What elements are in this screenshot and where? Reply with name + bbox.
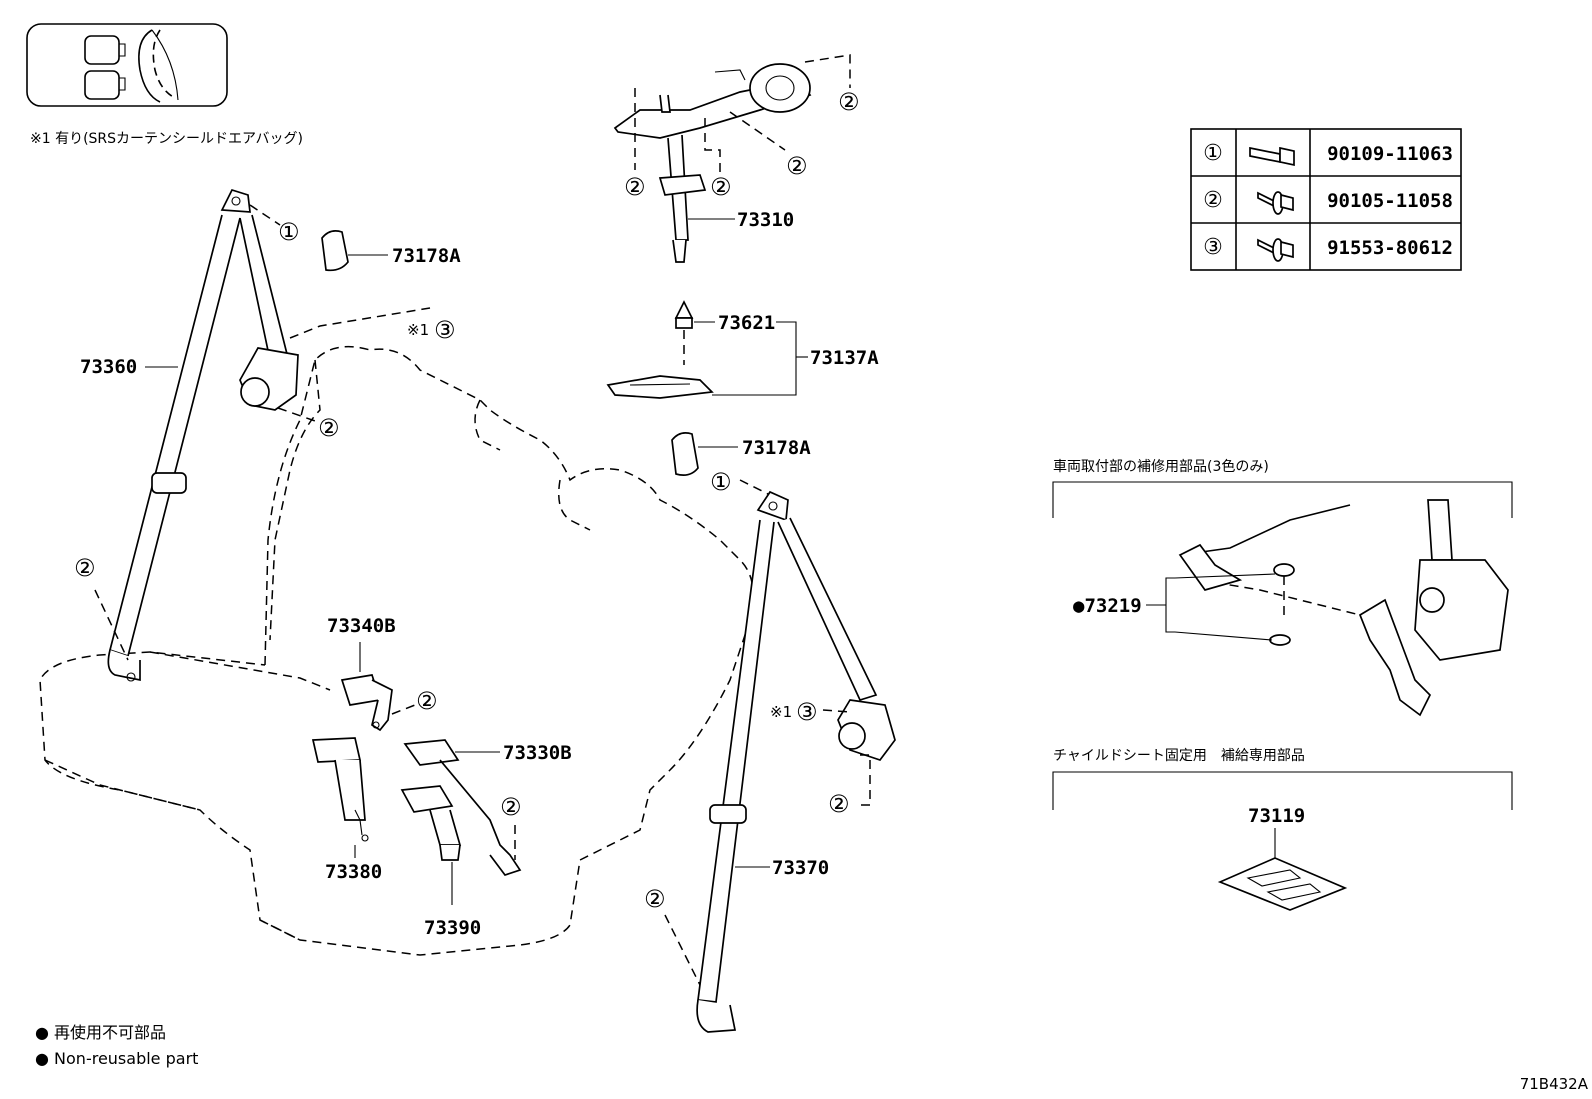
vehicle-locator-icon	[26, 23, 228, 107]
buckle-73380[interactable]	[311, 737, 369, 842]
buckle-73390[interactable]	[400, 785, 462, 861]
callout-2-right-retractor: ②	[828, 790, 850, 818]
leader-callout-2-left-anchor	[94, 589, 129, 661]
callout-1-left: ①	[278, 218, 300, 246]
leader-center-callout-2-d	[804, 54, 851, 88]
leader-callout-3-left	[289, 307, 431, 339]
bolt-washer-icon	[1257, 238, 1294, 262]
bracket-73219	[1165, 577, 1175, 633]
label-73219[interactable]: ●73219	[1073, 595, 1142, 617]
callout-2-center-a: ②	[624, 173, 646, 201]
leader-callout-2-right-anchor	[664, 914, 701, 986]
bolt-part-no-2: 90105-11058	[1327, 190, 1453, 212]
callout-2-buckle-73330B: ②	[500, 793, 522, 821]
callout-2-center-b: ②	[710, 173, 732, 201]
leader-center-callout-2-b	[704, 118, 721, 172]
callout-1-right: ①	[710, 468, 732, 496]
bolt-long-icon	[1249, 146, 1295, 167]
leader-callout-1-right	[739, 479, 769, 495]
rear-seat-outline	[39, 345, 755, 956]
clip-73621[interactable]	[674, 300, 694, 329]
belt-assy-73360[interactable]	[107, 188, 299, 682]
section-title-vehicle-repair: 車両取付部の補修用部品(3色のみ)	[1053, 458, 1269, 475]
label-73621[interactable]: 73621	[718, 312, 775, 334]
callout-2-left-anchor: ②	[74, 554, 96, 582]
leader-callout-3-right	[822, 709, 851, 713]
section-bracket-vehicle-repair	[1052, 481, 1513, 518]
callout-2-center-c: ②	[786, 152, 808, 180]
anchor-cover-73178A-upper[interactable]	[321, 230, 349, 272]
belt-assy-73370[interactable]	[696, 490, 896, 1033]
label-73330B[interactable]: 73330B	[503, 742, 572, 764]
bolt-part-no-1: 90109-11063	[1327, 143, 1453, 165]
leader-callout-2-right-retractor	[855, 754, 871, 806]
leader-callout-2-left-retractor	[277, 407, 319, 423]
callout-2-right-anchor: ②	[644, 885, 666, 913]
leader-callout-2-buckle-73340B	[391, 704, 416, 715]
leader-center-callout-2-c	[729, 111, 786, 151]
bracket-73137A	[712, 321, 797, 396]
label-73178A-upper[interactable]: 73178A	[392, 245, 461, 267]
section-title-child-seat: チャイルドシート固定用 補給専用部品	[1053, 748, 1305, 764]
callout-2-center-d: ②	[838, 88, 860, 116]
callout-2-buckle-73340B: ②	[416, 687, 438, 715]
buckle-73340B[interactable]	[340, 674, 393, 732]
leader-73219-a	[1174, 573, 1276, 579]
note-mark-right: ※1	[770, 703, 792, 721]
callout-2-left-retractor: ②	[318, 414, 340, 442]
leader-73219-b	[1174, 631, 1273, 641]
label-73390[interactable]: 73390	[424, 917, 481, 939]
trim-bracket-73137A[interactable]	[606, 375, 714, 399]
legend-non-reusable-en: ● Non-reusable part	[35, 1049, 198, 1068]
label-73119[interactable]: 73119	[1248, 805, 1305, 827]
anchor-cover-73178A-lower[interactable]	[671, 432, 699, 476]
label-73380[interactable]: 73380	[325, 861, 382, 883]
bolt-part-no-3: 91553-80612	[1327, 237, 1453, 259]
label-73340B[interactable]: 73340B	[327, 615, 396, 637]
bolt-ref-3: ③	[1203, 235, 1223, 260]
section-bracket-child-seat	[1052, 771, 1513, 810]
note-mark-left: ※1	[407, 321, 429, 339]
bolt-ref-1: ①	[1203, 141, 1223, 166]
label-73178A-lower[interactable]: 73178A	[742, 437, 811, 459]
bolt-ref-2: ②	[1203, 188, 1223, 213]
label-73360[interactable]: 73360	[80, 356, 137, 378]
legend-non-reusable-jp: ● 再使用不可部品	[35, 1023, 166, 1042]
bolt-table: ① 90109-11063 ② 90105-11058 ③ 91553-8061…	[1190, 128, 1462, 271]
label-73370[interactable]: 73370	[772, 857, 829, 879]
leader-callout-1-left	[249, 204, 281, 226]
center-belt-73310[interactable]	[613, 63, 812, 263]
bolt-flange-icon	[1257, 191, 1294, 215]
child-seat-anchor-plate-73119[interactable]	[1217, 857, 1348, 911]
label-73310[interactable]: 73310	[737, 209, 794, 231]
repair-retractor-illustration	[1178, 499, 1509, 717]
srs-note: ※1 有り(SRSカーテンシールドエアバッグ)	[30, 131, 303, 147]
diagram-id: 71B432A	[1520, 1075, 1589, 1093]
label-73137A[interactable]: 73137A	[810, 347, 879, 369]
callout-3-right: ③	[796, 698, 818, 726]
callout-3-left: ③	[434, 316, 456, 344]
buckle-73330B[interactable]	[403, 739, 522, 877]
